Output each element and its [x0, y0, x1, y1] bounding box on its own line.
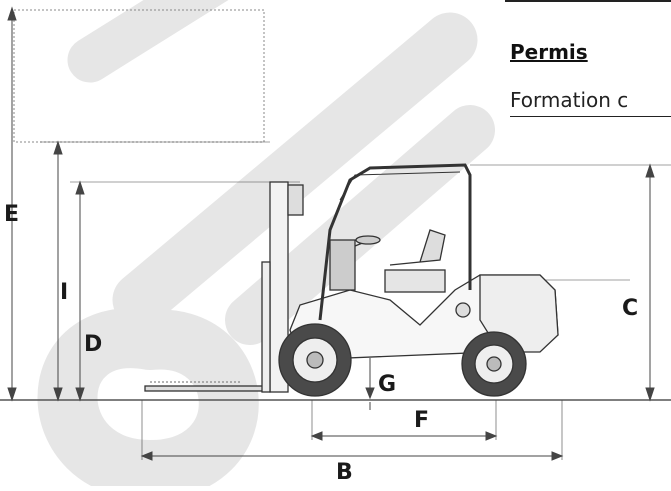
forklift-illustration — [144, 163, 559, 397]
top-divider — [505, 0, 671, 2]
dimension-label-b: B — [336, 460, 353, 485]
dimension-label-c: C — [622, 296, 639, 321]
section-text: Formation c — [510, 88, 629, 112]
section-underline — [510, 116, 671, 117]
raised-load-box — [13, 9, 265, 143]
dimension-label-f: F — [414, 408, 430, 433]
dimension-label-e: E — [4, 202, 20, 227]
dimension-label-d: D — [84, 332, 103, 357]
dimension-label-i: I — [60, 280, 69, 305]
dimension-label-g: G — [378, 372, 397, 397]
section-title: Permis — [510, 40, 588, 64]
